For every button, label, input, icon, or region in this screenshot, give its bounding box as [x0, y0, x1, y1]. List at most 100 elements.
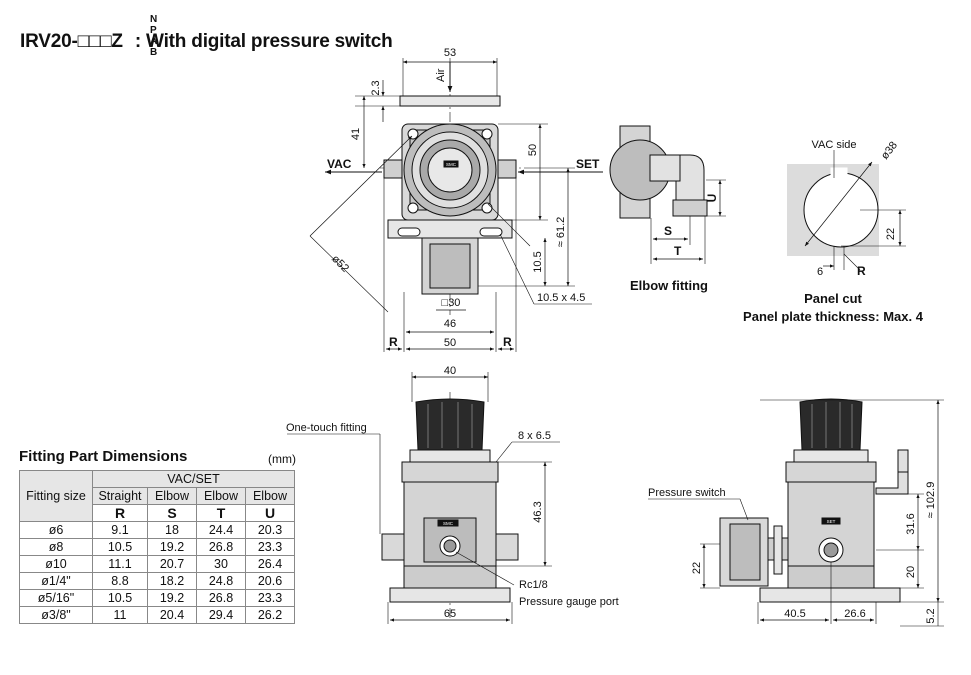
row-size: ø1/4": [19, 572, 93, 590]
elbow-s-label: S: [664, 224, 672, 238]
table-row: ø6 9.1 18 24.4 20.3: [19, 521, 295, 539]
table-type-row: Straight Elbow Elbow Elbow: [20, 487, 295, 505]
dim-41: 41: [350, 128, 362, 140]
letter-u: U: [245, 504, 295, 522]
cell-t: 30: [196, 555, 246, 573]
cell-t: 24.4: [196, 521, 246, 539]
cell-u: 20.3: [245, 521, 295, 539]
side-view-labels: Pressure switch ≈ 102.9 31.6 20 22 5.2 4…: [648, 482, 937, 624]
type-straight: Straight: [92, 487, 148, 505]
cell-s: 18.2: [147, 572, 197, 590]
dim-40-5: 40.5: [784, 608, 805, 620]
fitting-size-header: Fitting size: [19, 470, 93, 522]
panel-cut: [787, 150, 906, 271]
cell-r: 10.5: [92, 589, 148, 607]
cell-s: 20.4: [147, 606, 197, 624]
cell-r: 10.5: [92, 538, 148, 556]
cell-u: 26.4: [245, 555, 295, 573]
dim-26-6: 26.6: [844, 608, 865, 620]
cell-t: 26.8: [196, 538, 246, 556]
r-left: R: [389, 335, 398, 349]
cell-u: 26.2: [245, 606, 295, 624]
row-size: ø10: [19, 555, 93, 573]
table-row: ø8 10.5 19.2 26.8 23.3: [19, 538, 295, 556]
r-right: R: [503, 335, 512, 349]
front-view: SMC: [287, 372, 560, 624]
elbow-view: [609, 125, 726, 264]
front-badge: SMC: [443, 521, 454, 526]
cell-r: 8.8: [92, 572, 148, 590]
elbow-t-label: T: [674, 244, 682, 258]
elbow-view-labels: U S T Elbow fitting: [630, 194, 719, 293]
panel-r-label: R: [857, 264, 866, 278]
cell-t: 24.8: [196, 572, 246, 590]
table-row: ø10 11.1 20.7 30 26.4: [19, 555, 295, 573]
top-view: SMC: [309, 58, 603, 352]
dim-61-2: ≈ 61.2: [555, 217, 567, 248]
pressure-switch-label: Pressure switch: [648, 487, 726, 499]
dim-46: 46: [444, 318, 456, 330]
gauge-port-label: Pressure gauge port: [519, 596, 619, 608]
type-elbow-s: Elbow: [147, 487, 197, 505]
title-description: : With digital pressure switch: [134, 31, 393, 52]
row-size: ø3/8": [19, 606, 93, 624]
vac-label: VAC: [327, 157, 352, 171]
slot-dim: 10.5 x 4.5: [537, 292, 585, 304]
panel-dim-6: 6: [817, 266, 823, 278]
set-label: SET: [576, 157, 600, 171]
cell-t: 29.4: [196, 606, 246, 624]
panel-dim-22: 22: [885, 228, 897, 240]
row-size: ø5/16": [19, 589, 93, 607]
dim-46-3: 46.3: [532, 501, 544, 522]
cell-s: 18: [147, 521, 197, 539]
cell-s: 20.7: [147, 555, 197, 573]
top-view-labels: 53 Air 2.3 41 50 VAC SET ≈ 61.2 10.5 ø52…: [327, 47, 600, 349]
dim-50-bottom: 50: [444, 337, 456, 349]
model-code: IRV20-□□□Z: [20, 31, 123, 52]
panel-cut-caption: Panel cut: [804, 291, 862, 306]
one-touch-label: One-touch fitting: [286, 422, 367, 434]
dim-10-5: 10.5: [532, 251, 544, 272]
air-label: Air: [435, 68, 447, 82]
elbow-caption: Elbow fitting: [630, 278, 708, 293]
table-header-row: Fitting size VAC/SET: [19, 470, 295, 522]
dim-5-2: 5.2: [925, 608, 937, 623]
dim-square-30: □30: [442, 297, 461, 309]
fitting-dimensions-table: Fitting size VAC/SET Straight Elbow Elbo…: [19, 470, 295, 624]
side-badge: SET: [827, 519, 836, 524]
cell-u: 23.3: [245, 538, 295, 556]
side-view: SET: [648, 398, 944, 627]
dim-o38: ø38: [879, 140, 900, 162]
letter-s: S: [147, 504, 197, 522]
cell-s: 19.2: [147, 589, 197, 607]
dim-65: 65: [444, 608, 456, 620]
letter-t: T: [196, 504, 246, 522]
rc18-label: Rc1/8: [519, 579, 548, 591]
letter-r: R: [92, 504, 148, 522]
dim-53: 53: [444, 47, 456, 59]
dim-40: 40: [444, 365, 456, 377]
table-unit: (mm): [268, 452, 296, 466]
row-size: ø8: [19, 538, 93, 556]
dim-2-3: 2.3: [370, 80, 382, 95]
cell-r: 11: [92, 606, 148, 624]
table-title: Fitting Part Dimensions: [19, 448, 188, 465]
cell-r: 11.1: [92, 555, 148, 573]
type-elbow-t: Elbow: [196, 487, 246, 505]
side-dim-22: 22: [691, 562, 703, 574]
table-row: ø5/16" 10.5 19.2 26.8 23.3: [19, 589, 295, 607]
table-row: ø3/8" 11 20.4 29.4 26.2: [19, 606, 295, 624]
type-elbow-u: Elbow: [245, 487, 295, 505]
cell-u: 23.3: [245, 589, 295, 607]
cell-r: 9.1: [92, 521, 148, 539]
cell-s: 19.2: [147, 538, 197, 556]
cell-t: 26.8: [196, 589, 246, 607]
vac-side-label: VAC side: [811, 139, 856, 151]
panel-cut-note: Panel plate thickness: Max. 4: [743, 309, 924, 324]
top-badge: SMC: [446, 162, 457, 167]
holes-label: 8 x 6.5: [518, 430, 551, 442]
table-row: ø1/4" 8.8 18.2 24.8 20.6: [19, 572, 295, 590]
